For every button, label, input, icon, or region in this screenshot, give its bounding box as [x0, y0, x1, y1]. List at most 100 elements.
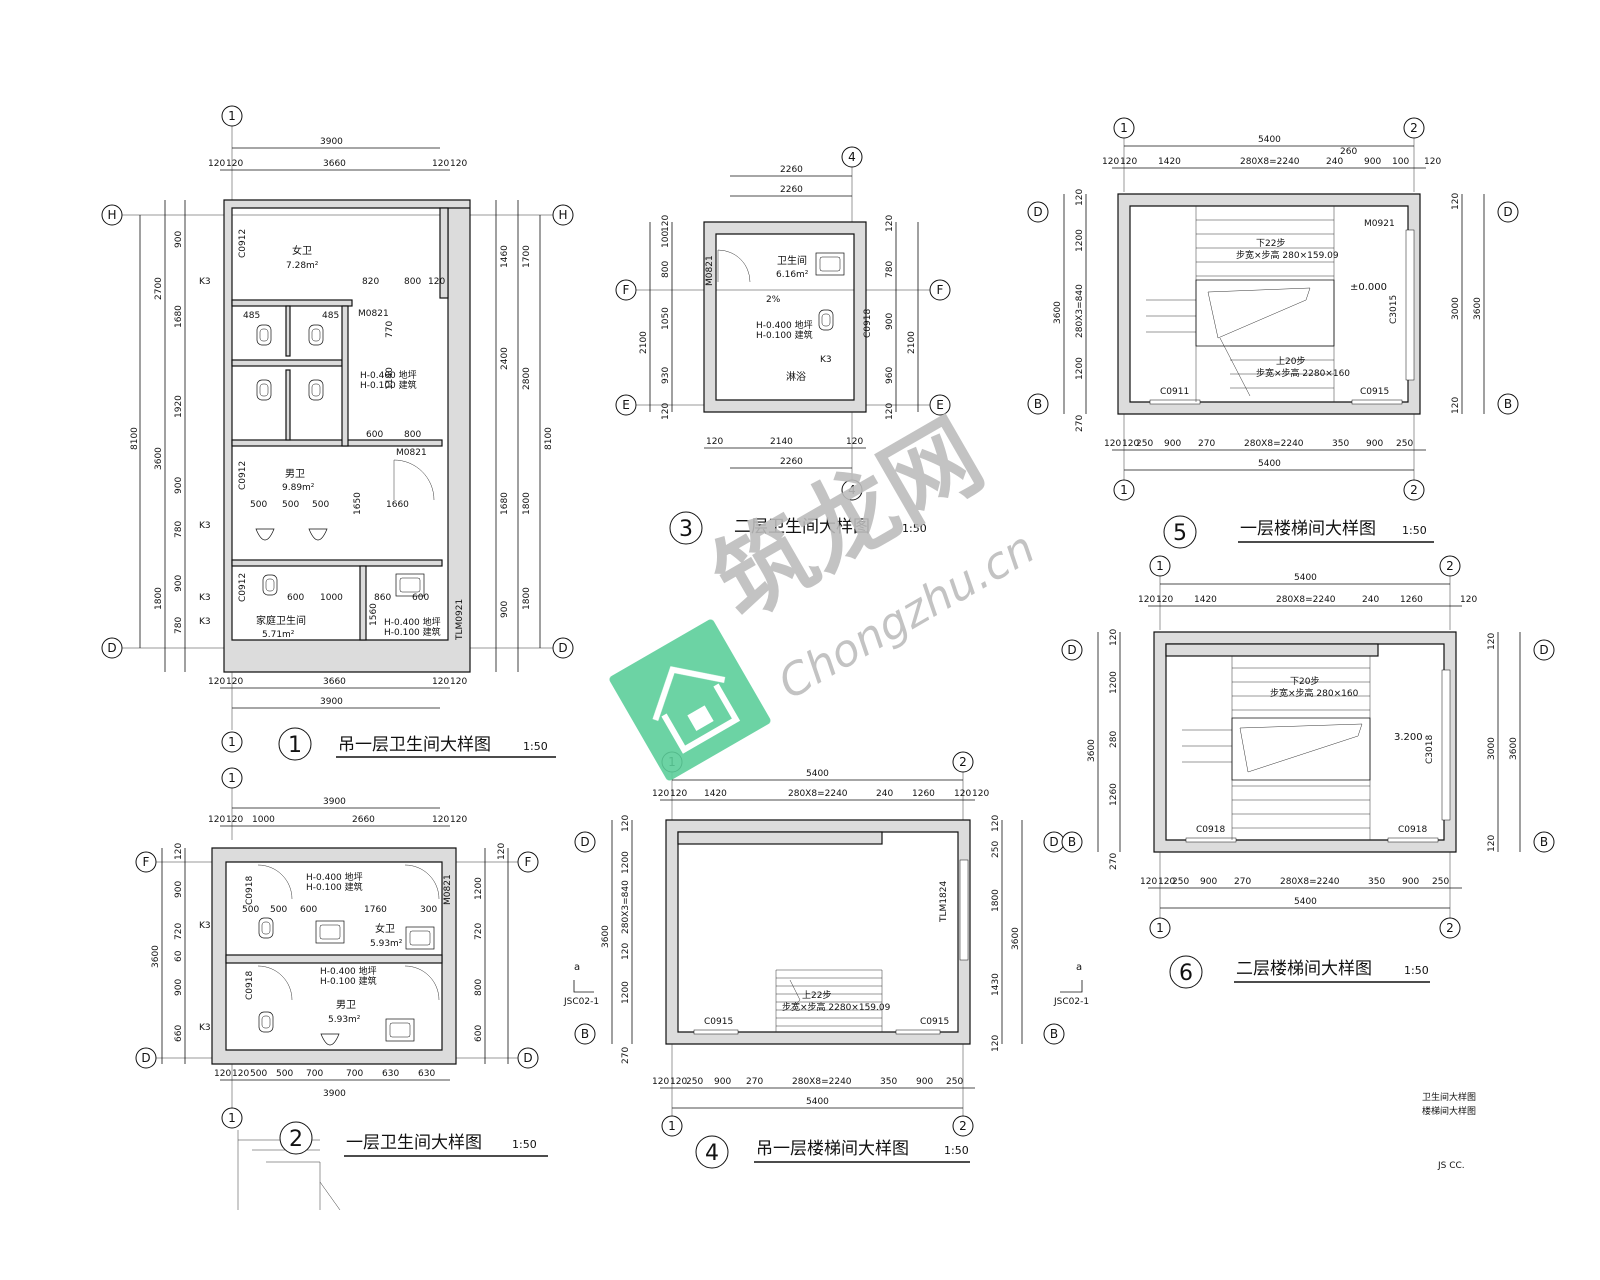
axis-bubble	[1497, 201, 1519, 223]
dim-text: 120	[972, 789, 989, 799]
dim-text: 3600	[151, 945, 161, 968]
dim-text: 3900	[320, 137, 343, 147]
dim-text: 600	[300, 905, 317, 915]
axis-label: B	[1540, 835, 1548, 849]
dim-text: 5400	[1258, 135, 1281, 145]
dim-text: 1800	[154, 587, 164, 610]
dim-text: 800	[661, 261, 671, 278]
dim-text: 2260	[780, 457, 803, 467]
dim-text: 100	[1392, 157, 1409, 167]
axis-label: D	[141, 1051, 150, 1065]
stair-spec: 步宽×步高 2280×160	[1256, 367, 1350, 379]
dim-text: 280X8=2240	[1240, 157, 1300, 167]
axis-bubble	[1043, 1023, 1065, 1045]
wall	[439, 207, 449, 299]
window-code: C3015	[1389, 295, 1399, 324]
detail-number-bubble	[279, 1121, 313, 1155]
window-code: C0918	[1398, 825, 1427, 835]
axis-label: D	[1033, 205, 1042, 219]
dim-text: 120	[1120, 157, 1137, 167]
axis-bubble	[1533, 639, 1555, 661]
dim-text: 500	[250, 500, 267, 510]
detail-title: 一层楼梯间大样图	[1240, 519, 1376, 539]
dim-text: 120	[1424, 157, 1441, 167]
watermark: 筑龙网 Chongzhu.cn	[609, 399, 1043, 781]
axis-label: D	[107, 641, 116, 655]
dim-text: 600	[366, 430, 383, 440]
section-ref: JSC02-1	[1053, 997, 1089, 1007]
dim-text: 500	[270, 905, 287, 915]
dim-text: 1430	[991, 973, 1001, 996]
dim-text: 800	[404, 277, 421, 287]
axis-label: F	[143, 855, 150, 869]
dim-text: 120	[652, 789, 669, 799]
door-code: TLM0921	[455, 599, 465, 641]
axis-label: D	[1067, 643, 1076, 657]
dim-text: 2400	[500, 347, 510, 370]
detail-2-restroom-first-floor: 1 3900 1000 2660 120 120 120 120 F F D D…	[135, 767, 548, 1211]
detail-scale: 1:50	[523, 740, 548, 753]
window-code: C0918	[245, 876, 255, 905]
axis-label: 1	[668, 1119, 676, 1133]
dim-text: 120	[1138, 595, 1155, 605]
axis-bubble	[1061, 831, 1083, 853]
axis-label: B	[1068, 835, 1076, 849]
room-area: 5.93m²	[370, 939, 403, 949]
door-code: M0821	[705, 255, 715, 286]
stair-note: 下20步	[1290, 676, 1319, 687]
dim-text: 1200	[1109, 671, 1119, 694]
dim-text: 270	[746, 1077, 763, 1087]
dim-text: 2700	[154, 277, 164, 300]
axis-label: D	[1539, 643, 1548, 657]
door-code: M0821	[443, 874, 453, 905]
dim-text: 240	[1326, 157, 1343, 167]
dim-text: 780	[174, 617, 184, 634]
dim-text: 120	[1140, 877, 1157, 887]
axis-label: D	[523, 1051, 532, 1065]
dim-text: 3600	[601, 925, 611, 948]
wall-outline	[211, 847, 457, 1065]
dim-text: 485	[243, 311, 260, 321]
dim-text: 350	[1332, 439, 1349, 449]
window-code: C3018	[1425, 735, 1435, 764]
dim-text: 120	[432, 159, 449, 169]
section-mark: a	[1076, 962, 1082, 973]
dim-text: 780	[174, 521, 184, 538]
dim-text: 720	[174, 923, 184, 940]
axis-bubble	[1113, 479, 1135, 501]
dim-text: 280X8=2240	[788, 789, 848, 799]
section-ref: JSC02-1	[563, 997, 599, 1007]
dim-text: 120	[991, 815, 1001, 832]
dim-text: 120	[1460, 595, 1477, 605]
dim-text: 5400	[806, 769, 829, 779]
axis-label: F	[623, 283, 630, 297]
detail-mark: K3	[199, 521, 211, 531]
room-area: 9.89m²	[282, 483, 315, 493]
detail-number: 6	[1179, 961, 1193, 986]
window-code: C0915	[704, 1017, 733, 1027]
dim-text: 120	[661, 403, 671, 420]
dim-text: 1460	[500, 245, 510, 268]
dim-text: 280X3=840	[621, 880, 631, 934]
dim-text: 120	[226, 815, 243, 825]
detail-scale: 1:50	[512, 1138, 537, 1151]
dim-text: 1660	[386, 500, 409, 510]
dim-text: 2260	[780, 165, 803, 175]
detail-mark: K3	[199, 921, 211, 931]
detail-title: 吊一层卫生间大样图	[338, 735, 491, 755]
dim-text: 120	[1451, 193, 1461, 210]
dim-text: 120	[226, 159, 243, 169]
wall	[285, 369, 291, 441]
axis-label: 1	[228, 109, 236, 123]
dim-text: 120	[226, 677, 243, 687]
door-code: TLM1824	[939, 881, 949, 923]
dim-text: 1420	[704, 789, 727, 799]
dim-text: 900	[1200, 877, 1217, 887]
dim-text: 1000	[320, 593, 343, 603]
dim-text: 770	[385, 321, 395, 338]
axis-label: D	[1503, 205, 1512, 219]
dim-text: 1800	[991, 889, 1001, 912]
room-name: 男卫	[336, 999, 356, 1011]
axis-label: B	[1034, 397, 1042, 411]
dim-text: 120	[1109, 629, 1119, 646]
